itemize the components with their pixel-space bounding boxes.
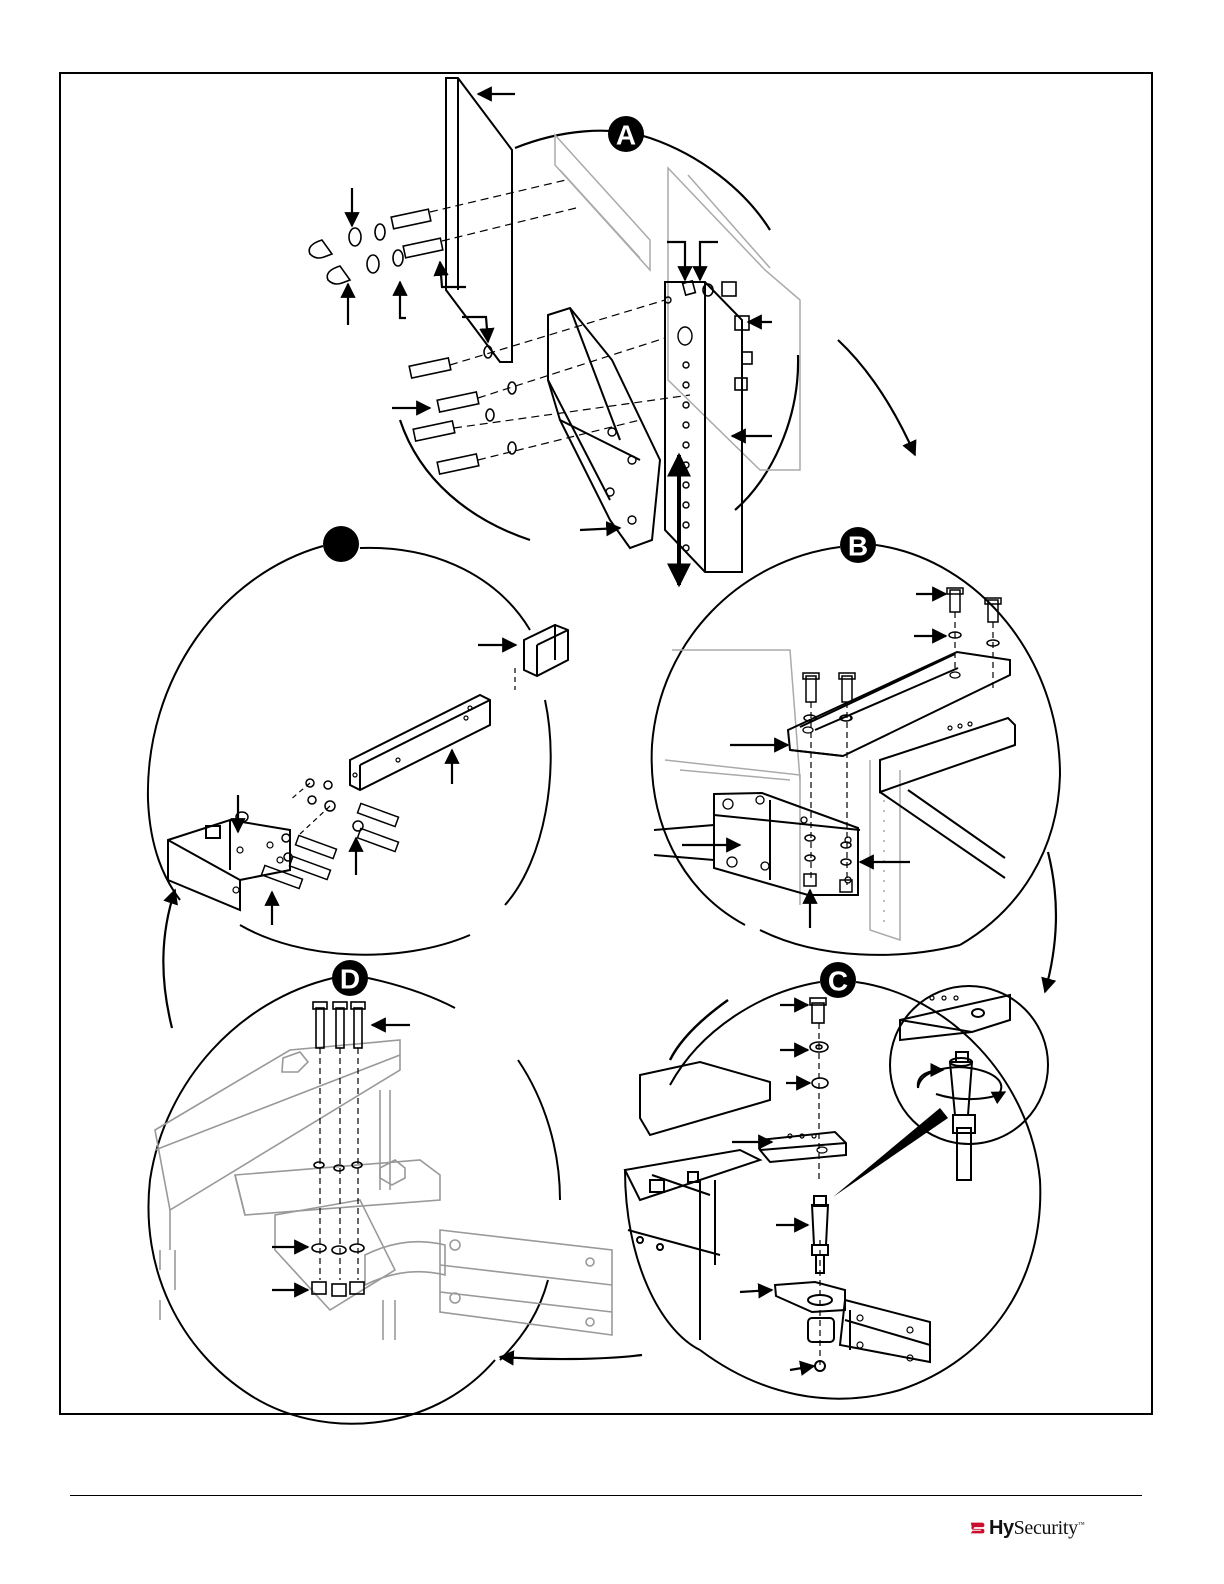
mounting-plate <box>446 78 512 362</box>
top-channel <box>788 652 1010 756</box>
step-c-view: C <box>500 962 1048 1399</box>
hysecurity-logo-icon <box>968 1519 986 1537</box>
sequence-arrow-a-to-b <box>838 340 915 455</box>
step-c-detail-circle <box>670 982 820 1085</box>
brand-name: HySecurity™ <box>989 1517 1084 1540</box>
svg-text:C: C <box>828 966 848 997</box>
step-b-detail-circle <box>652 547 840 925</box>
step-e-detail-circle <box>148 546 323 900</box>
support-bracket <box>548 308 660 548</box>
footer-divider <box>70 1495 1142 1496</box>
pivot-pin <box>812 1205 828 1245</box>
brand-logo: HySecurity™ <box>968 1514 1084 1542</box>
step-e-badge <box>323 526 359 562</box>
step-d-view: D <box>148 960 612 1424</box>
sequence-arrow-b-to-c <box>1045 852 1056 992</box>
svg-text:B: B <box>848 531 868 562</box>
step-a-view: A <box>309 78 915 585</box>
sequence-arrow-c-to-d <box>500 1355 642 1359</box>
svg-text:D: D <box>340 964 360 995</box>
step-b-view: B <box>652 527 1060 992</box>
step-a-detail-circle <box>400 420 530 540</box>
step-e-view <box>148 526 568 1028</box>
sequence-arrow-d-to-e <box>163 890 175 1028</box>
gate-post <box>665 282 742 572</box>
svg-text:A: A <box>616 120 636 151</box>
step-d-detail-circle <box>148 978 495 1424</box>
